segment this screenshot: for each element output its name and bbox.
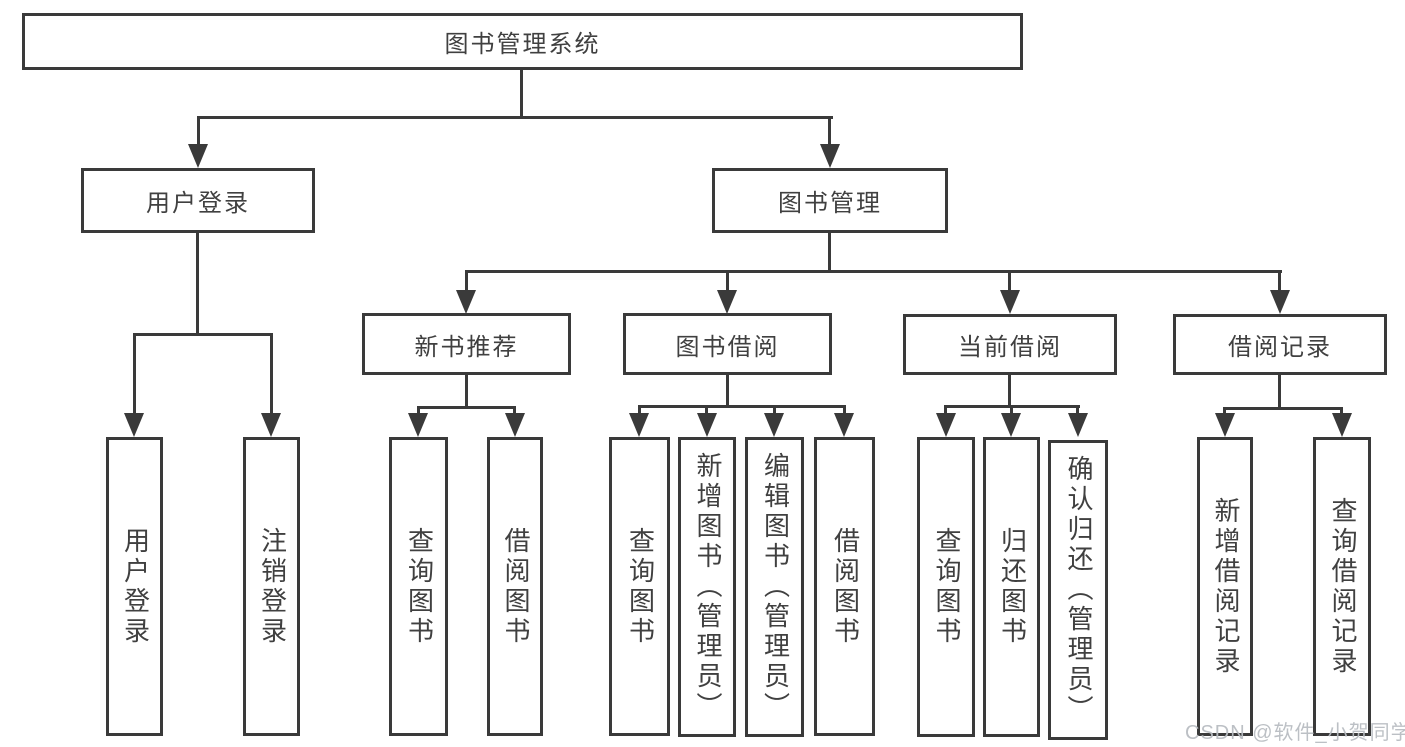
arrow-down-book-borrow	[717, 290, 737, 314]
arrow-down-leaf-confirm-return	[1068, 413, 1088, 437]
connector-line-to-leaf-login	[133, 333, 136, 415]
leaf-confirm-return-admin: 确认归还（管理员）	[1048, 440, 1108, 740]
node-user-login: 用户登录	[81, 168, 315, 233]
arrow-down-leaf-query-current	[936, 413, 956, 437]
leaf-query-borrow-record: 查询借阅记录	[1313, 437, 1371, 736]
connector-line-to-leaf	[1340, 407, 1343, 415]
connector-line-to-leaf	[705, 405, 708, 415]
csdn-watermark: CSDN @软件_小贺同学	[1185, 722, 1405, 744]
node-borrow-records: 借阅记录	[1173, 314, 1387, 375]
connector-line-to-leaf	[1223, 407, 1226, 415]
node-current-borrow: 当前借阅	[903, 314, 1117, 375]
connector-line-new-rec-stub	[465, 375, 468, 408]
arrow-down-leaf-query-record	[1332, 413, 1352, 437]
leaf-return-book: 归还图书	[983, 437, 1040, 737]
node-book-mgmt: 图书管理	[712, 168, 948, 233]
connector-line-to-leaf	[513, 406, 516, 415]
connector-line-to-leaf	[638, 405, 641, 415]
leaf-logout: 注销登录	[243, 437, 300, 736]
leaf-query-books-current: 查询图书	[917, 437, 975, 737]
leaf-borrow-books-borrow: 借阅图书	[814, 437, 875, 736]
connector-line-book-borrow-stub	[726, 375, 729, 407]
connector-line-to-book-borrow	[726, 270, 729, 292]
arrow-down-new-rec	[456, 290, 476, 314]
arrow-down-book-mgmt	[820, 144, 840, 168]
arrow-down-leaf-add-record	[1215, 413, 1235, 437]
node-new-book-rec: 新书推荐	[362, 313, 571, 375]
connector-line-to-leaf	[417, 406, 420, 415]
arrow-down-leaf-return	[1001, 413, 1021, 437]
connector-line-book-borrow-split	[638, 405, 846, 408]
arrow-down-leaf-query-rec	[408, 413, 428, 437]
connector-line-new-rec-split	[417, 406, 516, 409]
connector-line-to-leaf	[944, 405, 947, 415]
connector-line-current-stub	[1008, 375, 1011, 407]
connector-line-to-leaf	[1010, 405, 1013, 415]
arrow-down-leaf-login	[124, 413, 144, 437]
arrow-down-leaf-borrow-book	[834, 413, 854, 437]
leaf-borrow-books-rec: 借阅图书	[487, 437, 543, 736]
connector-line-user-login-split	[133, 333, 273, 336]
leaf-add-book-admin: 新增图书（管理员）	[678, 437, 736, 737]
connector-line-root-stub	[520, 69, 523, 117]
arrow-down-leaf-logout	[261, 413, 281, 437]
arrow-down-leaf-borrow-rec	[505, 413, 525, 437]
connector-line-to-new-rec	[465, 270, 468, 292]
connector-line-to-user-login	[197, 116, 200, 146]
leaf-query-books-borrow: 查询图书	[609, 437, 670, 736]
arrow-down-user-login	[188, 144, 208, 168]
connector-line-book-mgmt-stub	[828, 233, 831, 273]
connector-line-records-stub	[1278, 375, 1281, 409]
leaf-add-borrow-record: 新增借阅记录	[1197, 437, 1253, 736]
arrow-down-current-borrow	[1000, 290, 1020, 314]
connector-line-to-leaf	[843, 405, 846, 415]
connector-line-user-login-stub	[196, 232, 199, 336]
connector-line-to-leaf	[1076, 405, 1079, 415]
node-root: 图书管理系统	[22, 13, 1023, 70]
arrow-down-leaf-edit-book	[764, 413, 784, 437]
arrow-down-leaf-add-book	[697, 413, 717, 437]
leaf-user-login: 用户登录	[106, 437, 163, 736]
connector-line-to-current-borrow	[1008, 270, 1011, 292]
connector-line-to-leaf-logout	[270, 333, 273, 415]
leaf-edit-book-admin: 编辑图书（管理员）	[745, 437, 804, 737]
arrow-down-borrow-records	[1270, 290, 1290, 314]
node-book-borrow: 图书借阅	[623, 313, 832, 375]
connector-line-to-book-mgmt	[828, 116, 831, 146]
arrow-down-leaf-query-borrow	[629, 413, 649, 437]
connector-line-level3	[465, 270, 1282, 273]
connector-line-records-split	[1224, 407, 1343, 410]
leaf-query-books-rec: 查询图书	[389, 437, 448, 736]
connector-line-level2	[197, 116, 833, 119]
connector-line-to-borrow-records	[1278, 270, 1281, 292]
connector-line-to-leaf	[773, 405, 776, 415]
